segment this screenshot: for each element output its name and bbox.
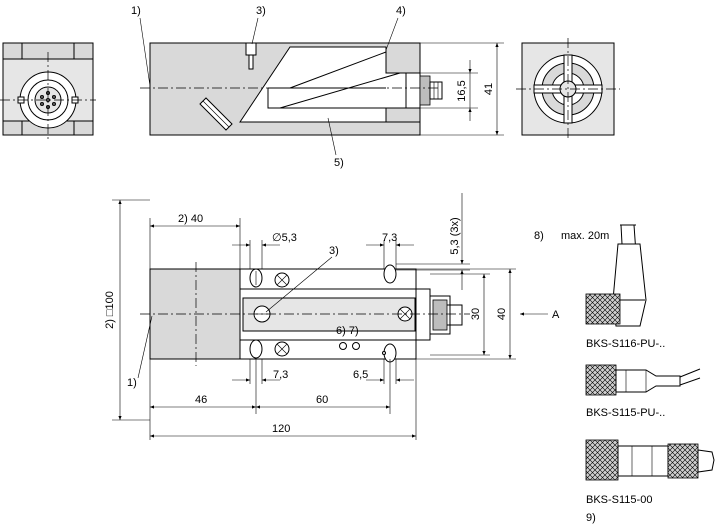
top-dimensions: 16,5 41 bbox=[420, 42, 504, 136]
callout-9: 9) bbox=[586, 512, 596, 524]
bottom-dimensions: 2) 40 ∅5,3 7,3 5,3 (3x) 30 40 A 7,3 bbox=[104, 193, 560, 440]
top-callouts: 1) 3) 4) 5) bbox=[131, 5, 406, 169]
dim-7-3-top: 7,3 bbox=[382, 232, 397, 244]
max-length-label: max. 20m bbox=[561, 230, 609, 242]
led-indicators bbox=[339, 342, 360, 350]
left-end-view bbox=[0, 42, 96, 140]
callout-2-dim-40: 2) 40 bbox=[178, 213, 203, 225]
screw-slanted bbox=[199, 97, 233, 131]
side-connector bbox=[419, 75, 443, 106]
callout-1-left: 1) bbox=[127, 377, 137, 389]
side-view bbox=[140, 42, 443, 136]
dim-6-5: 6,5 bbox=[353, 369, 368, 381]
accessory-cables: 8) max. 20m BKS-S116-PU-.. BKS-S115-PU-.… bbox=[534, 224, 715, 524]
callout-5-top: 5) bbox=[334, 157, 344, 169]
view-a-label: A bbox=[552, 309, 560, 321]
field-connector bbox=[585, 439, 715, 481]
callout-3-mid: 3) bbox=[329, 245, 339, 257]
dim-hole-5-3: ∅5,3 bbox=[272, 232, 297, 244]
callout-2-square-100: 2) □100 bbox=[104, 291, 116, 329]
callout-1-top: 1) bbox=[131, 5, 141, 17]
mount-hole-top-left bbox=[249, 268, 263, 288]
cable-label-2: BKS-S115-PU-.. bbox=[586, 407, 665, 419]
right-end-view bbox=[516, 38, 620, 140]
callout-6-7: 6) 7) bbox=[336, 325, 359, 337]
mount-hole-bottom-left bbox=[249, 339, 263, 359]
dim-41: 41 bbox=[483, 83, 495, 95]
dim-30: 30 bbox=[470, 308, 482, 320]
top-view-connector bbox=[415, 288, 463, 341]
callout-4-top: 4) bbox=[396, 5, 406, 17]
dim-46: 46 bbox=[195, 394, 207, 406]
top-view bbox=[140, 262, 470, 366]
mount-hole-top-right bbox=[383, 264, 397, 284]
dim-5-3-3x: 5,3 (3x) bbox=[449, 217, 461, 254]
dim-7-3-bottom: 7,3 bbox=[273, 369, 288, 381]
callout-8: 8) bbox=[534, 230, 544, 242]
cable-angled-connector bbox=[585, 224, 647, 327]
screw-3-top bbox=[245, 42, 257, 70]
dim-40-vertical: 40 bbox=[496, 308, 508, 320]
cable-label-1: BKS-S116-PU-.. bbox=[586, 338, 665, 350]
dim-120: 120 bbox=[272, 423, 290, 435]
dim-60: 60 bbox=[316, 394, 328, 406]
dim-16-5: 16,5 bbox=[456, 80, 468, 101]
cable-straight-connector bbox=[585, 364, 701, 396]
callout-3-top: 3) bbox=[256, 5, 266, 17]
cable-label-3: BKS-S115-00 bbox=[586, 494, 652, 506]
